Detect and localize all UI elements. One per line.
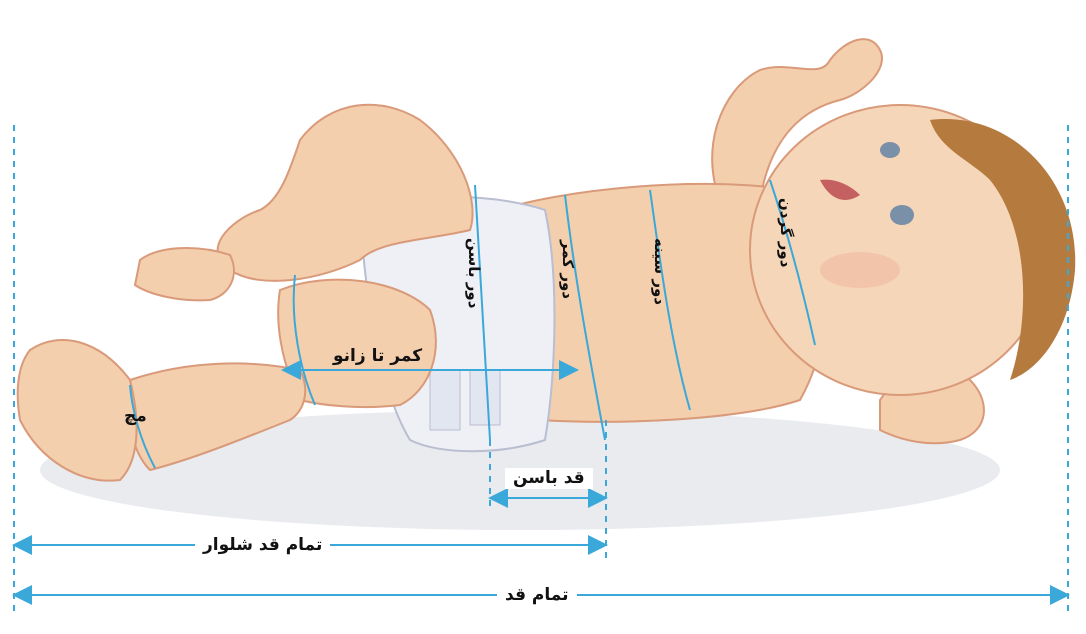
full-height-label: تمام قد: [497, 585, 577, 606]
hip-circumference-label: دور باسن: [466, 238, 481, 308]
waist-circumference-label: دور کمر: [560, 240, 575, 299]
crotch-length-label: قد باسن: [505, 468, 593, 489]
ankle-label: مچ: [124, 408, 147, 425]
waist-to-knee-label: کمر تا زانو: [325, 346, 430, 367]
chest-circumference-label: دور سینه: [652, 238, 667, 305]
neck-circumference-label: دور گردن: [778, 198, 793, 267]
inseam-label: تمام قد شلوار: [195, 535, 330, 556]
baby-illustration: [18, 39, 1076, 481]
